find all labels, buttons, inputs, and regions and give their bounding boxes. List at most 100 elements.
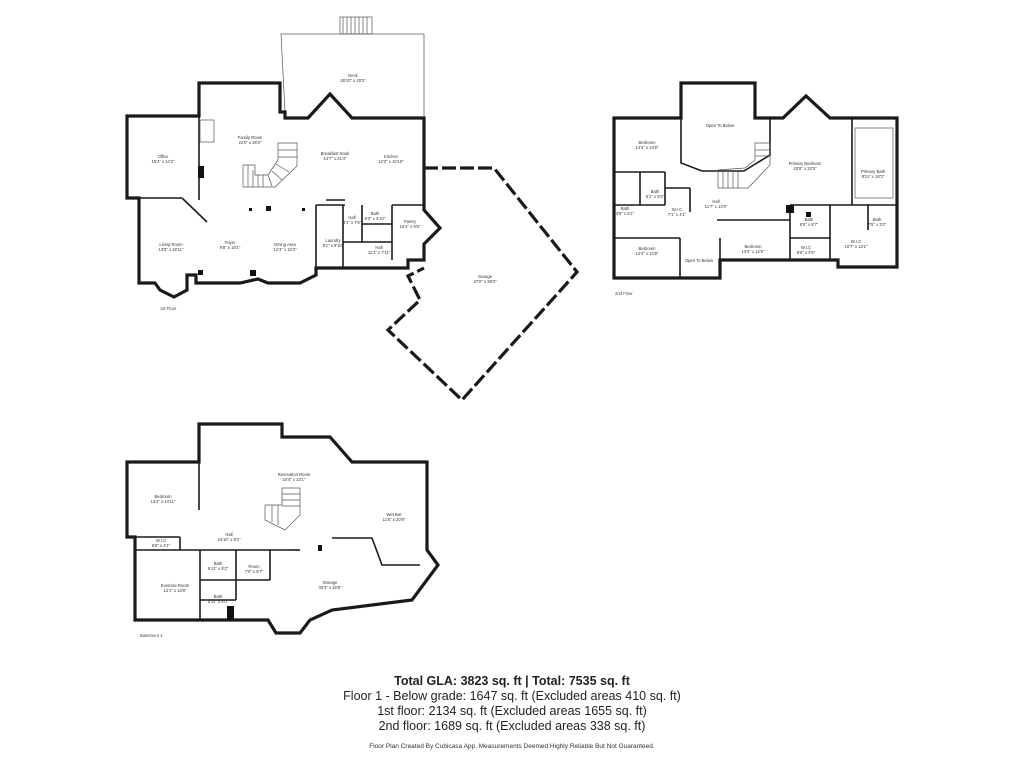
svg-text:Breakfast Nook: Breakfast Nook <box>321 151 351 156</box>
deck-outline <box>280 16 425 118</box>
svg-text:Bath: Bath <box>651 189 660 194</box>
svg-text:Primary Bath: Primary Bath <box>861 169 886 174</box>
svg-text:14'4" x 13'8": 14'4" x 13'8" <box>636 145 659 150</box>
svg-text:8'5" x 8'7": 8'5" x 8'7" <box>800 222 819 227</box>
svg-text:Bedroom: Bedroom <box>639 246 657 251</box>
svg-text:11'7" x 14'0": 11'7" x 14'0" <box>705 204 728 209</box>
svg-text:28'10" x 20'2": 28'10" x 20'2" <box>340 78 366 83</box>
svg-text:11'5" x 20'8": 11'5" x 20'8" <box>383 517 406 522</box>
svg-text:Hall: Hall <box>712 199 719 204</box>
svg-text:Bath: Bath <box>805 217 814 222</box>
svg-text:Exercise Room: Exercise Room <box>161 583 190 588</box>
svg-text:Open To Below: Open To Below <box>685 258 714 263</box>
svg-text:Open To Below: Open To Below <box>706 123 735 128</box>
svg-text:Bath: Bath <box>873 217 882 222</box>
svg-text:10'4" x 9'5": 10'4" x 9'5" <box>400 224 421 229</box>
svg-text:Kitchen: Kitchen <box>384 154 399 159</box>
svg-text:Bedroom: Bedroom <box>155 494 173 499</box>
svg-text:10'7" x 13'1": 10'7" x 13'1" <box>845 244 868 249</box>
svg-text:4'1" x 7'6": 4'1" x 7'6" <box>343 220 362 225</box>
svg-text:Foyer: Foyer <box>225 240 236 245</box>
room-label-basement-wic: W.I.C6'8" x 4'1" <box>152 538 171 548</box>
room-label-wic-2: W.I.C8'5" x 4'5" <box>797 245 816 255</box>
basement-exterior-walls <box>125 422 440 635</box>
svg-text:Wet Bar: Wet Bar <box>386 512 402 517</box>
first-floor-area-line: 1st floor: 2134 sq. ft (Excluded areas 1… <box>377 704 647 718</box>
svg-text:Deck: Deck <box>348 73 358 78</box>
room-label-wic-3: W.I.C10'7" x 13'1" <box>845 239 868 249</box>
svg-text:W.I.C: W.I.C <box>851 239 861 244</box>
svg-text:Dining Area: Dining Area <box>274 242 296 247</box>
svg-text:14'4" x 14'11": 14'4" x 14'11" <box>151 499 176 504</box>
room-label-wic-1: W.I.C7'1" x 4'1" <box>668 207 687 217</box>
second-floor-area-line: 2nd floor: 1689 sq. ft (Excluded areas 3… <box>378 719 646 733</box>
svg-text:5'3" x 4'10": 5'3" x 4'10" <box>365 216 386 221</box>
svg-text:Hall: Hall <box>225 532 232 537</box>
basement-interior-walls <box>127 462 420 620</box>
svg-text:Hall: Hall <box>375 245 382 250</box>
total-area-heading: Total GLA: 3823 sq. ft | Total: 7535 sq.… <box>394 674 630 688</box>
svg-text:Garage: Garage <box>478 274 493 279</box>
room-label-open-to-below-top: Open To Below <box>706 123 735 128</box>
svg-text:5'11" x 5'2": 5'11" x 5'2" <box>208 566 229 571</box>
svg-text:Bath: Bath <box>214 594 223 599</box>
svg-text:8'5" x 4'5": 8'5" x 4'5" <box>797 250 816 255</box>
svg-text:12'3" x 16'10": 12'3" x 16'10" <box>378 159 404 164</box>
svg-text:30'3" x 15'9": 30'3" x 15'9" <box>319 585 342 590</box>
svg-text:Storage: Storage <box>323 580 338 585</box>
room-label-open-to-below-bottom: Open To Below <box>685 258 714 263</box>
svg-text:Bedroom: Bedroom <box>639 140 657 145</box>
svg-text:7'0" x 6'7": 7'0" x 6'7" <box>245 569 264 574</box>
svg-text:Hall: Hall <box>348 215 355 220</box>
svg-text:11'1" x 7'11": 11'1" x 7'11" <box>368 250 391 255</box>
svg-text:12'1" x 13'8": 12'1" x 13'8" <box>164 588 187 593</box>
svg-text:9'8" x 18'1": 9'8" x 18'1" <box>220 245 241 250</box>
svg-text:5'11" x 8'0": 5'11" x 8'0" <box>208 599 229 604</box>
svg-text:13'4" x 12'6": 13'4" x 12'6" <box>742 249 765 254</box>
svg-text:4'8" x 5'1": 4'8" x 5'1" <box>616 211 635 216</box>
floor-label-1st: 1st Floor <box>160 306 177 311</box>
garage-walls <box>385 166 580 403</box>
second-floor-exterior-walls <box>612 81 899 280</box>
svg-text:Office: Office <box>158 154 170 159</box>
svg-text:6'1" x 8'2": 6'1" x 8'2" <box>646 194 665 199</box>
svg-text:8'11" x 18'3": 8'11" x 18'3" <box>862 174 885 179</box>
basement-columns <box>227 545 322 620</box>
svg-text:Bedroom: Bedroom <box>745 244 763 249</box>
svg-text:Family Room: Family Room <box>238 135 263 140</box>
svg-text:8'1" x 9'10": 8'1" x 9'10" <box>323 243 344 248</box>
svg-text:W.I.C: W.I.C <box>801 245 811 250</box>
svg-text:34'4" x 23'1": 34'4" x 23'1" <box>283 477 306 482</box>
floor-label-basement: Basement 1 <box>140 633 163 638</box>
second-floor-staircase <box>717 142 771 189</box>
svg-text:12'3" x 15'3": 12'3" x 15'3" <box>274 247 297 252</box>
svg-text:14'7" x 21'4": 14'7" x 21'4" <box>324 156 347 161</box>
svg-text:7'1" x 4'1": 7'1" x 4'1" <box>668 212 687 217</box>
